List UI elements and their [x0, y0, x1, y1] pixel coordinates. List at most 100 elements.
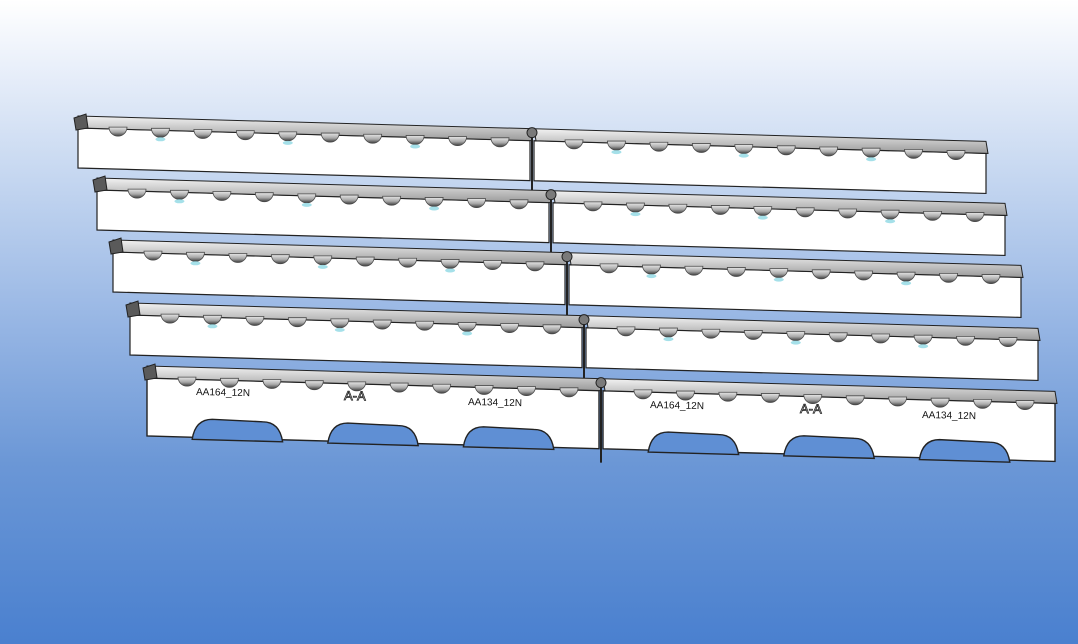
bump: [525, 261, 545, 272]
bump: [956, 335, 975, 346]
bump-highlight: [174, 199, 185, 204]
plate-panel-3-2: [568, 252, 1024, 319]
bump: [127, 188, 147, 199]
plate-panel-2-1: [92, 175, 552, 244]
bump: [769, 268, 789, 279]
bump: [896, 271, 916, 282]
bump-highlight: [738, 153, 749, 158]
bump: [633, 389, 653, 400]
bump: [795, 207, 815, 218]
bump: [203, 314, 222, 325]
bump: [398, 257, 418, 268]
bump: [973, 398, 992, 409]
bump: [642, 264, 661, 275]
bump: [313, 255, 333, 266]
bump-highlight: [462, 331, 473, 336]
bump: [457, 322, 477, 332]
plate-panel-5-2: [602, 378, 1058, 463]
plate-row-1: [73, 113, 989, 199]
bump: [819, 146, 839, 157]
bump: [500, 323, 519, 334]
bump-highlight: [918, 344, 929, 349]
notch-cutout-2: [326, 422, 420, 447]
bump: [177, 376, 197, 387]
bump: [828, 332, 848, 343]
plate-panel-4-1: [125, 300, 585, 369]
bump: [626, 202, 645, 213]
bump-highlight: [663, 337, 674, 342]
bump: [330, 318, 350, 329]
bump: [607, 140, 626, 151]
bump: [946, 150, 966, 160]
engraved-labels: AA164_12N A-A AA134_12N AA164_12N A-A AA…: [196, 387, 976, 422]
bump: [228, 253, 248, 263]
bump-highlight: [611, 150, 622, 155]
bump: [339, 194, 359, 205]
bump: [320, 132, 340, 143]
bump: [564, 139, 584, 150]
notch-cutout-3: [918, 438, 1011, 463]
bump: [432, 383, 452, 394]
plate-row-5: [142, 363, 1058, 463]
bump-highlight: [334, 327, 345, 332]
plate-panel-3-1: [108, 237, 568, 306]
bump-highlight: [885, 219, 896, 224]
plate-end-cap: [92, 175, 108, 193]
bump: [691, 143, 711, 153]
plate-end-cap: [108, 237, 124, 255]
bump: [355, 256, 375, 267]
plate-end-cap: [142, 363, 158, 381]
bump: [998, 337, 1018, 347]
bump: [668, 203, 688, 214]
bump: [347, 381, 367, 392]
bump-highlight: [757, 215, 768, 220]
bump: [701, 328, 721, 339]
bump: [440, 259, 460, 269]
bump: [170, 189, 189, 200]
bump: [108, 126, 128, 137]
bump-highlight: [445, 268, 456, 273]
plate-end-cap: [73, 113, 89, 131]
bump-highlight: [155, 137, 166, 142]
bump: [930, 397, 950, 408]
bump: [245, 316, 265, 326]
bump: [599, 263, 619, 274]
bump: [297, 193, 317, 204]
bump-highlight: [646, 274, 657, 279]
bump-highlight: [901, 281, 912, 286]
bump: [734, 144, 754, 155]
seam-joint: [561, 251, 573, 263]
bump-highlight: [773, 277, 784, 282]
bump: [424, 197, 444, 207]
bump: [372, 319, 392, 330]
label-right-part-a: AA164_12N: [650, 400, 704, 412]
bump-highlight: [630, 212, 641, 217]
notch-cutout-3: [462, 426, 555, 451]
bump-highlight: [190, 261, 201, 266]
plate-row-2: [92, 175, 1008, 261]
plate-panel-5-1: [142, 363, 602, 451]
plate-row-4: [125, 300, 1041, 386]
bump: [718, 391, 738, 402]
bump: [186, 251, 205, 262]
label-left-part-a: AA164_12N: [196, 387, 250, 399]
notch-cutout-1: [191, 418, 284, 443]
bump: [616, 326, 636, 337]
bump: [382, 195, 402, 206]
bump: [811, 269, 831, 280]
bump: [467, 198, 486, 209]
label-right-part-b: AA134_12N: [922, 410, 976, 422]
bump: [262, 379, 282, 389]
bump: [760, 393, 780, 403]
plate-panel-2-2: [552, 190, 1008, 257]
bump: [871, 333, 891, 344]
bump: [776, 145, 796, 156]
seam-joint: [526, 127, 538, 139]
plate-rows: [73, 113, 1058, 463]
bump: [965, 212, 985, 222]
bump: [861, 147, 881, 158]
bump: [838, 208, 858, 219]
bump-highlight: [317, 264, 328, 269]
